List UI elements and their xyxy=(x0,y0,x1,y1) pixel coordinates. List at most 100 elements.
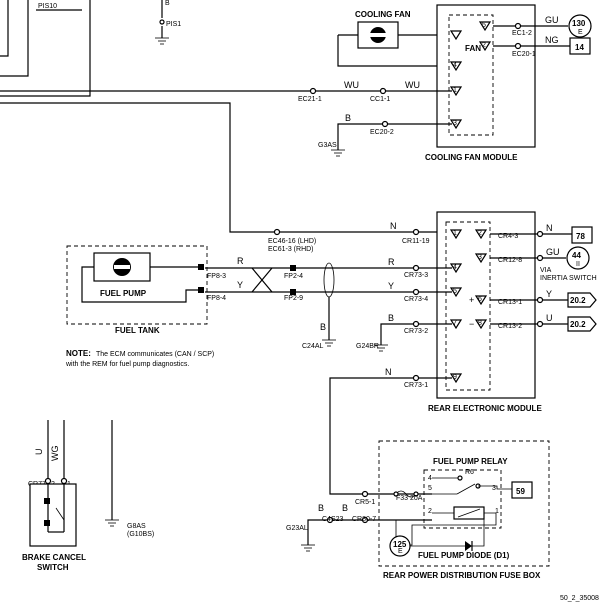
label-c4s23: C4S23 xyxy=(322,516,344,523)
label-cr11-19: CR11-19 xyxy=(402,238,430,245)
label-pis10: PIS10 xyxy=(38,3,57,10)
wire-wu-2: WU xyxy=(405,80,420,90)
fuel-tank-outline xyxy=(66,245,208,325)
cooling-pin-2: 2 xyxy=(478,41,492,52)
fuel-tank-label: FUEL TANK xyxy=(115,326,160,335)
svg-text:4: 4 xyxy=(428,475,432,482)
rem-label: REAR ELECTRONIC MODULE xyxy=(428,404,542,413)
brake-label-1: BRAKE CANCEL xyxy=(22,553,86,562)
fuse-box-label: REAR POWER DISTRIBUTION FUSE BOX xyxy=(383,571,541,580)
svg-text:−: − xyxy=(469,319,474,329)
note-block: NOTE: The ECM communicates (CAN / SCP) w… xyxy=(65,349,214,368)
wire-u-brake: U xyxy=(34,449,44,456)
ref-14 xyxy=(569,37,591,55)
svg-text:9: 9 xyxy=(453,374,457,381)
note-head: NOTE: xyxy=(66,349,91,358)
label-fp2-9: FP2-9 xyxy=(284,295,303,302)
svg-text:20.2: 20.2 xyxy=(570,296,586,305)
fuse-box-outline xyxy=(378,440,550,567)
wire-b-rem: B xyxy=(388,313,394,323)
svg-text:125: 125 xyxy=(393,540,407,549)
ref-20-2-a xyxy=(567,292,597,308)
label-cr13-2: CR13-2 xyxy=(498,323,522,330)
wire-n-feed xyxy=(0,102,452,233)
label-f33: F33 20A xyxy=(396,495,423,502)
fuel-pump-label: FUEL PUMP xyxy=(100,289,147,298)
wire-b-tank: B xyxy=(320,322,326,332)
cooling-pin-3: 3 xyxy=(449,119,463,130)
label-g24br: G24BR xyxy=(356,343,379,350)
svg-text:1: 1 xyxy=(495,508,499,515)
wire-r-rem: R xyxy=(388,257,395,267)
cooling-pin-4: 4 xyxy=(449,61,463,72)
svg-text:2: 2 xyxy=(482,42,486,49)
svg-text:1: 1 xyxy=(453,230,457,237)
svg-text:5: 5 xyxy=(428,485,432,492)
label-ec20-1: EC20-1 xyxy=(512,51,536,58)
label-cr13-1: CR13-1 xyxy=(498,299,522,306)
svg-text:44: 44 xyxy=(572,251,581,260)
ref-20-2-b xyxy=(567,316,597,332)
label-pis1: PIS1 xyxy=(166,21,181,28)
diagram-code: 50_2_35008 xyxy=(560,595,599,602)
ref-78 xyxy=(571,226,593,244)
rear-electronic-module-section: REAR ELECTRONIC MODULE 1 2 3 4 5 6 7 8 9… xyxy=(205,211,597,495)
svg-text:II: II xyxy=(576,261,580,268)
svg-text:3: 3 xyxy=(453,120,457,127)
wire-u-right: U xyxy=(546,313,553,323)
rear-electronic-module xyxy=(436,211,536,399)
wire-gu-right: GU xyxy=(546,247,560,257)
label-c24al: C24AL xyxy=(302,343,324,350)
svg-text:1: 1 xyxy=(453,87,457,94)
label-ec21-1: EC21-1 xyxy=(298,96,322,103)
label-cr73-2: CR73-2 xyxy=(404,328,428,335)
note-line-1: The ECM communicates (CAN / SCP) xyxy=(96,351,214,358)
label-via: VIA xyxy=(540,267,552,274)
svg-text:E: E xyxy=(398,548,403,555)
label-cr73-1: CR73-1 xyxy=(404,382,428,389)
wire-wu-1: WU xyxy=(344,80,359,90)
svg-text:4: 4 xyxy=(453,264,457,271)
svg-text:130: 130 xyxy=(572,19,586,28)
cooling-pin-5: 5 xyxy=(478,21,492,32)
label-cr80-7: CR80-7 xyxy=(352,516,376,523)
label-fp2-4: FP2-4 xyxy=(284,273,303,280)
svg-text:5: 5 xyxy=(453,288,457,295)
label-fp8-4: FP8-4 xyxy=(207,295,226,302)
wire-n-rem: N xyxy=(390,221,397,231)
wire-wg-brake: WG xyxy=(50,446,60,462)
svg-text:2: 2 xyxy=(478,230,482,237)
fuel-tank-section: FUEL TANK FUEL PUMP FP8-3 FP8-4 R Y FP2-… xyxy=(66,245,336,350)
svg-text:5: 5 xyxy=(482,22,486,29)
svg-text:3: 3 xyxy=(478,254,482,261)
svg-text:8: 8 xyxy=(478,320,482,327)
cooling-pin-4-a xyxy=(449,30,463,41)
relay-outline xyxy=(423,469,502,529)
svg-text:E: E xyxy=(578,29,583,36)
note-line-2: with the REM for fuel pump diagnostics. xyxy=(65,361,189,368)
svg-text:4: 4 xyxy=(453,62,457,69)
svg-text:6: 6 xyxy=(478,296,482,303)
svg-text:59: 59 xyxy=(516,487,525,496)
wire-n-right: N xyxy=(546,223,553,233)
svg-text:3: 3 xyxy=(492,485,496,492)
wire-b-fb-2: B xyxy=(342,503,348,513)
relay-title: FUEL PUMP RELAY xyxy=(433,457,508,466)
label-fp8-3: FP8-3 xyxy=(207,273,226,280)
wire-n-low: N xyxy=(385,367,392,377)
ref-130 xyxy=(568,14,592,38)
svg-text:+: + xyxy=(469,295,474,305)
svg-text:2: 2 xyxy=(428,508,432,515)
wire-y-right: Y xyxy=(546,289,552,299)
wire-b-fb-1: B xyxy=(318,503,324,513)
brake-label-2: SWITCH xyxy=(37,563,69,572)
label-cr12-8: CR12-8 xyxy=(498,257,522,264)
diode-label: FUEL PUMP DIODE (D1) xyxy=(418,551,510,560)
label-g3as: G3AS xyxy=(318,142,337,149)
wire-b: B xyxy=(345,113,351,123)
label-ec1-2: EC1-2 xyxy=(512,30,532,37)
svg-text:78: 78 xyxy=(576,232,585,241)
label-cr73-3: CR73-3 xyxy=(404,272,428,279)
label-ec46: EC46-16 (LHD) xyxy=(268,238,316,245)
